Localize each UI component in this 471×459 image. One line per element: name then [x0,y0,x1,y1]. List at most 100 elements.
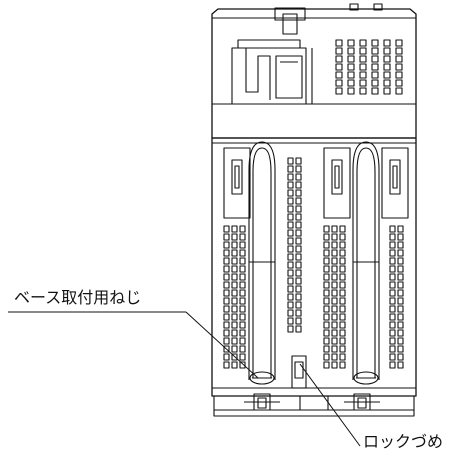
terminal-slot [389,345,396,353]
terminal-slot [323,353,330,361]
terminal-slot [331,257,338,265]
vent-slot [383,55,391,63]
terminal-slot [287,173,294,181]
terminal-slot [339,281,346,289]
terminal-slot [231,241,238,249]
terminal-slot [397,265,404,273]
terminal-slot [231,265,238,273]
terminal-slot [339,329,346,337]
terminal-slot [231,257,238,265]
terminal-slot [331,241,338,249]
terminal-slots [223,157,404,369]
terminal-slot [397,297,404,305]
callout-base-screw: ベース取付用ねじ [14,288,142,307]
terminal-slot [231,233,238,241]
terminal-slot [287,213,294,221]
terminal-slot [339,321,346,329]
terminal-slot [239,265,246,273]
terminal-slot [239,297,246,305]
terminal-slot [295,189,302,197]
vent-slot [335,87,343,95]
vent-slot [359,71,367,79]
terminal-slot [287,189,294,197]
terminal-slot [295,261,302,269]
terminal-slot [287,197,294,205]
terminal-slot [323,273,330,281]
terminal-slot [239,281,246,289]
terminal-slot [239,305,246,313]
terminal-slot [323,329,330,337]
terminal-slot [295,293,302,301]
terminal-slot [397,225,404,233]
vent-slot [359,87,367,95]
vent-slot [347,63,355,71]
terminal-slot [231,361,238,369]
terminal-slot [295,173,302,181]
terminal-slot [239,289,246,297]
terminal-slot [231,337,238,345]
terminal-slot [223,329,230,337]
terminal-slot [295,317,302,325]
vent-slot [371,71,379,79]
terminal-slot [331,353,338,361]
terminal-slot [397,345,404,353]
terminal-slot [389,265,396,273]
terminal-slot [323,225,330,233]
terminal-slot [331,249,338,257]
terminal-slot [231,249,238,257]
vent-slot [395,47,403,55]
vent-slot [359,39,367,47]
screw-channel-right [352,141,380,385]
terminal-slot [295,309,302,317]
terminal-slot [331,313,338,321]
terminal-slot [223,289,230,297]
terminal-covers [223,147,409,219]
terminal-slot [339,249,346,257]
terminal-slot [287,245,294,253]
terminal-slot [331,297,338,305]
terminal-slot [295,165,302,173]
terminal-slot [295,237,302,245]
terminal-slot [287,285,294,293]
terminal-slot [397,313,404,321]
vent-slot [383,79,391,87]
terminal-slot [389,297,396,305]
terminal-slot [231,273,238,281]
terminal-slot [397,305,404,313]
terminal-slot [339,257,346,265]
terminal-slot [397,337,404,345]
terminal-slot [287,237,294,245]
terminal-slot [397,289,404,297]
vent-slot [371,63,379,71]
terminal-slot [323,249,330,257]
terminal-slot [389,321,396,329]
vent-slot [395,39,403,47]
terminal-slot [397,273,404,281]
terminal-slot [239,321,246,329]
terminal-slot [331,321,338,329]
terminal-slot [323,265,330,273]
lock-claw [291,355,307,389]
terminal-slot [323,305,330,313]
vent-slot [395,71,403,79]
terminal-slot [231,289,238,297]
terminal-slot [323,313,330,321]
upper-housing [211,3,417,139]
terminal-slot [397,353,404,361]
vent-slot [335,47,343,55]
vent-slot [395,63,403,71]
terminal-slot [239,241,246,249]
terminal-slot [223,305,230,313]
terminal-slot [339,297,346,305]
terminal-slot [287,181,294,189]
vent-slot [371,87,379,95]
vent-slot [347,39,355,47]
terminal-slot [389,329,396,337]
terminal-slot [223,281,230,289]
terminal-slot [339,313,346,321]
vent-slot [335,79,343,87]
terminal-slot [339,225,346,233]
leader-base-screw-diagonal [185,311,259,379]
